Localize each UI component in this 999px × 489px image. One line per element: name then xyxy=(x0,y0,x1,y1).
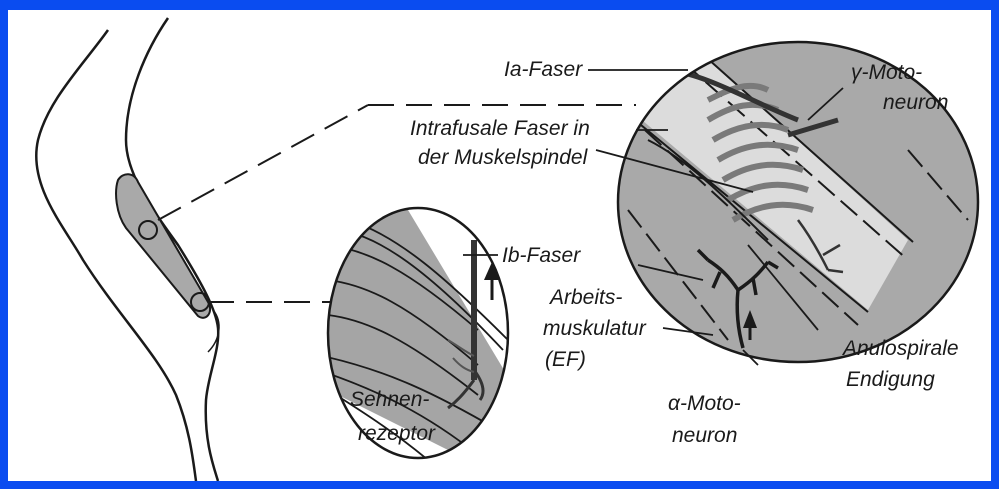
diagram-panel: Ia-Faser γ-Moto- neuron Intrafusale Fase… xyxy=(8,10,991,481)
label-anulospirale-endigung-line2: Endigung xyxy=(846,368,935,391)
label-ia-faser: Ia-Faser xyxy=(504,58,583,81)
label-intrafusale-faser-line2: der Muskelspindel xyxy=(418,146,589,169)
label-anulospirale-endigung-line1: Anulospirale xyxy=(841,337,959,360)
label-gamma-motoneuron-line2: neuron xyxy=(883,91,948,114)
label-sehnenrezeptor-line1: Sehnen- xyxy=(350,388,429,411)
label-gamma-motoneuron-line1: γ-Moto- xyxy=(851,61,922,84)
muscle-spindle-circle xyxy=(613,40,978,362)
label-intrafusale-faser-line1: Intrafusale Faser in xyxy=(410,117,590,140)
label-arbeitsmuskulatur-line3: (EF) xyxy=(545,348,586,371)
label-alpha-motoneuron-line2: neuron xyxy=(672,424,737,447)
thigh-muscle xyxy=(116,174,210,318)
label-arbeitsmuskulatur-line1: Arbeits- xyxy=(548,286,622,309)
muscle-spindle-diagram: Ia-Faser γ-Moto- neuron Intrafusale Fase… xyxy=(8,10,991,481)
leg-outline xyxy=(36,18,219,481)
label-arbeitsmuskulatur-line2: muskulatur xyxy=(543,317,647,340)
label-alpha-motoneuron-line1: α-Moto- xyxy=(668,392,741,415)
label-ib-faser: Ib-Faser xyxy=(502,244,581,267)
label-sehnenrezeptor-line2: rezeptor xyxy=(358,422,436,445)
